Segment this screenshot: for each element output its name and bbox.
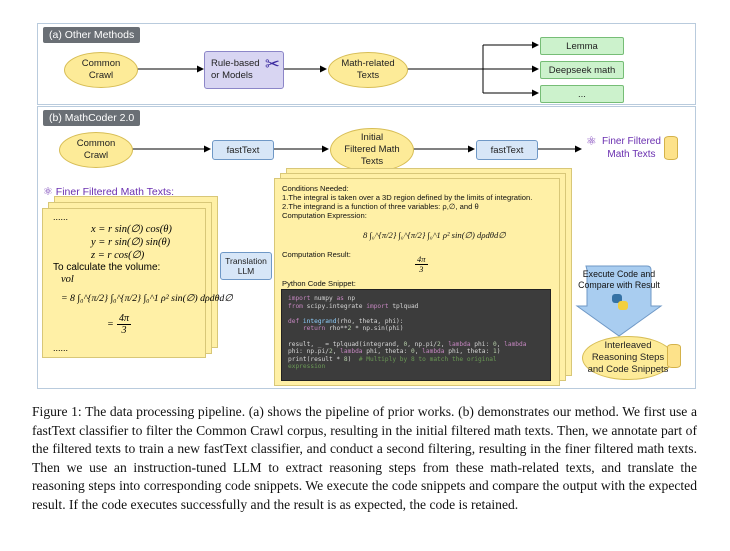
output-deepseek-math: Deepseek math <box>540 61 624 79</box>
left-integral: = 8 ∫₀^{π/2} ∫₀^{π/2} ∫₀^1 ρ² sin(∅) dρd… <box>61 293 233 304</box>
atom-icon: ⚛ <box>586 134 597 148</box>
tools-icon: ✂ <box>264 54 280 74</box>
fasttext-classifier-2: fastText <box>476 140 538 160</box>
right-doc: Conditions Needed: 1.The integral is tak… <box>274 178 560 386</box>
output-more: ... <box>540 85 624 103</box>
database-icon <box>664 136 678 160</box>
left-doc-heading: ⚛ Finer Filtered Math Texts: <box>43 186 175 198</box>
panel-b-tag: (b) MathCoder 2.0 <box>43 110 141 126</box>
python-code-block: import numpy as np from scipy.integrate … <box>281 289 551 381</box>
panel-a-tag: (a) Other Methods <box>43 27 141 43</box>
atom-icon: ⚛ <box>43 186 53 198</box>
left-doc: ...... x = r sin(∅) cos(θ) y = r sin(∅) … <box>42 208 233 358</box>
python-icon <box>612 294 628 310</box>
database-icon <box>667 344 681 368</box>
output-lemma: Lemma <box>540 37 624 55</box>
fasttext-classifier-1: fastText <box>212 140 274 160</box>
figure-caption: Figure 1: The data processing pipeline. … <box>32 404 697 512</box>
